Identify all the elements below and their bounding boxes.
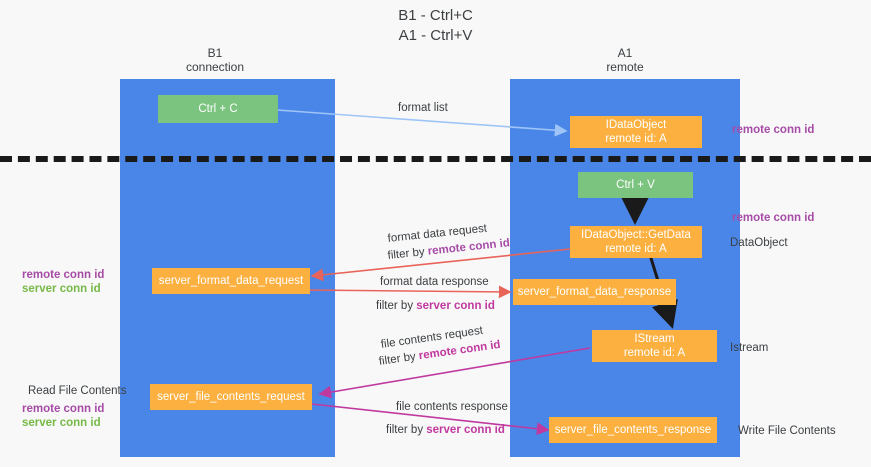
box-ctrl-c[interactable]: Ctrl + C (158, 95, 278, 123)
box-server-file-contents-request-label: server_file_contents_request (157, 391, 305, 403)
box-idataobject-getdata[interactable]: IDataObject::GetData remote id: A (570, 226, 702, 258)
box-getdata-line2: remote id: A (605, 243, 667, 255)
box-getdata-line1: IDataObject::GetData (581, 229, 691, 241)
right-label-remote-conn-id-top: remote conn id (732, 124, 815, 136)
box-ctrl-c-label: Ctrl + C (198, 103, 238, 115)
label-file-contents-response: file contents response (396, 401, 508, 413)
box-istream-line1: IStream (634, 333, 675, 345)
label-format-data-response-filter: filter by server conn id (376, 299, 495, 313)
label-format-data-response: format data response (380, 276, 489, 288)
box-server-file-contents-request[interactable]: server_file_contents_request (150, 384, 312, 410)
diagram-title: B1 - Ctrl+C A1 - Ctrl+V (0, 6, 871, 46)
right-label-istream: Istream (730, 342, 769, 354)
box-server-format-data-response[interactable]: server_format_data_response (513, 279, 676, 305)
right-label-remote-conn-id-mid: remote conn id (732, 212, 815, 224)
filter-key-server-conn-id: server conn id (416, 300, 495, 312)
box-idataobject-line2: remote id: A (605, 133, 667, 145)
arrow-file-contents-response (311, 403, 550, 436)
column-header-a1-role: remote (606, 60, 644, 74)
box-ctrl-v[interactable]: Ctrl + V (578, 172, 693, 198)
arrow-file-contents-request (318, 347, 591, 399)
filter-key-server-conn-id: server conn id (426, 424, 505, 436)
left-label-read-file-contents: Read File Contents (28, 385, 127, 397)
column-header-a1-name: A1 (617, 46, 633, 60)
box-server-format-data-request[interactable]: server_format_data_request (152, 268, 310, 294)
left-label-server-conn-id: server conn id (22, 283, 101, 295)
right-label-dataobject: DataObject (730, 237, 788, 249)
right-label-write-file-contents: Write File Contents (738, 425, 836, 437)
column-header-b1: B1 connection (135, 46, 295, 74)
column-header-a1: A1 remote (545, 46, 705, 74)
box-idataobject-line1: IDataObject (605, 119, 667, 131)
filter-prefix: filter by (386, 424, 427, 436)
box-idataobject[interactable]: IDataObject remote id: A (570, 116, 702, 148)
title-line-2: A1 - Ctrl+V (398, 27, 473, 44)
box-server-format-data-response-label: server_format_data_response (517, 286, 672, 298)
label-format-list: format list (398, 102, 448, 114)
filter-prefix: filter by (376, 300, 417, 312)
box-ctrl-v-label: Ctrl + V (616, 179, 655, 191)
section-divider (0, 156, 871, 162)
left-label-remote-conn-id: remote conn id (22, 269, 105, 281)
column-header-b1-role: connection (185, 60, 245, 74)
arrow-format-data-request (310, 248, 571, 282)
box-server-file-contents-response[interactable]: server_file_contents_response (549, 417, 717, 443)
box-istream[interactable]: IStream remote id: A (592, 330, 717, 362)
label-file-contents-response-filter: filter by server conn id (386, 423, 505, 437)
column-header-b1-name: B1 (207, 46, 223, 60)
left-label-server-conn-id-2: server conn id (22, 417, 101, 429)
title-line-1: B1 - Ctrl+C (398, 7, 473, 24)
left-label-remote-conn-id-2: remote conn id (22, 403, 105, 415)
box-server-format-data-request-label: server_format_data_request (158, 275, 304, 287)
arrow-format-data-response (304, 285, 512, 299)
box-server-file-contents-response-label: server_file_contents_response (554, 424, 712, 436)
arrow-format-list (276, 109, 568, 137)
box-istream-line2: remote id: A (623, 347, 686, 359)
